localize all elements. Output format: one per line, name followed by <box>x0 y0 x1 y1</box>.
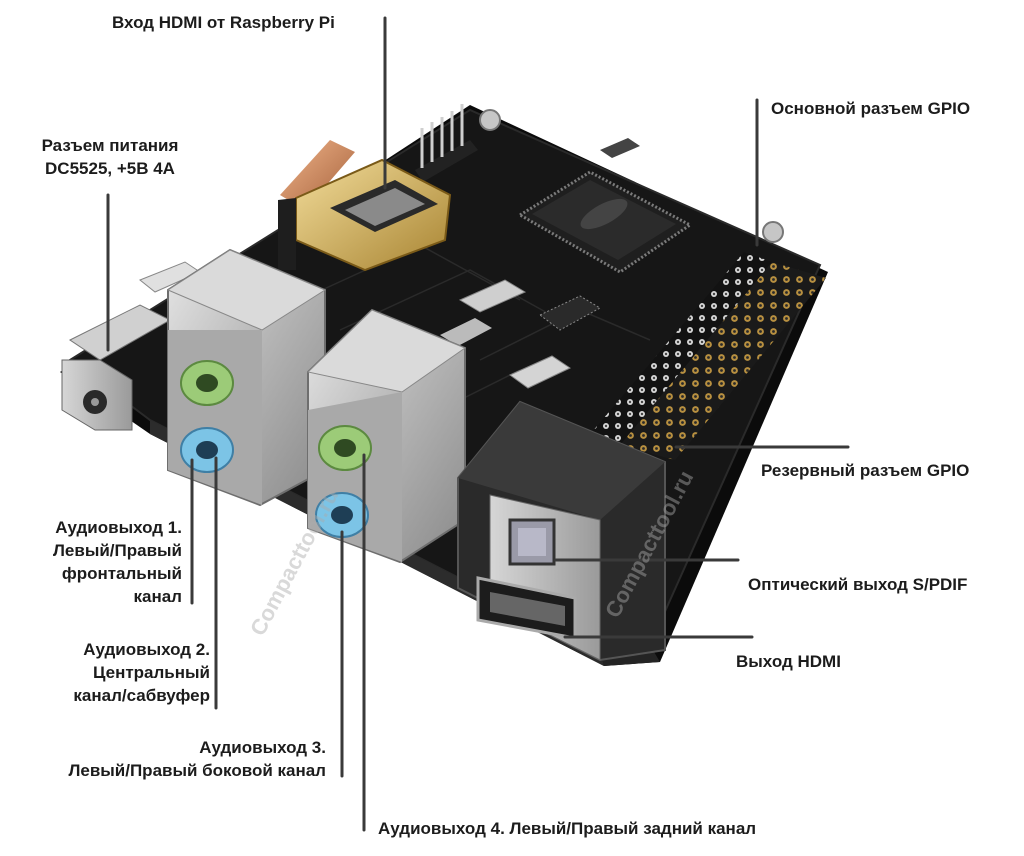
label-audio-1-line-1: Аудиовыход 1. <box>55 518 182 537</box>
small-components <box>440 138 640 389</box>
dc-power-jack <box>61 261 202 431</box>
label-spdif: Оптический выход S/PDIF <box>748 575 968 594</box>
label-audio-1-line-2: Левый/Правый <box>52 541 182 560</box>
top-pin-header <box>415 104 478 182</box>
label-audio-3: Аудиовыход 3. Левый/Правый боковой канал <box>0 736 326 782</box>
label-hdmi-input: Вход HDMI от Raspberry Pi <box>112 13 335 32</box>
leader-lines <box>106 16 850 832</box>
main-chip <box>517 170 693 274</box>
label-gpio-main: Основной разъем GPIO <box>771 99 971 118</box>
spdif-hdmi-block <box>457 400 666 662</box>
label-audio-1-line-4: канал <box>133 587 183 606</box>
label-audio-2-line-1: Аудиовыход 2. <box>83 640 210 659</box>
label-hdmi-output: Выход HDMI <box>736 652 841 671</box>
audio-block-2 <box>306 308 467 564</box>
label-power-line-1: Разъем питания <box>41 136 179 155</box>
label-audio-2: Аудиовыход 2. Центральный канал/сабвуфер <box>0 638 210 707</box>
label-power-connector: Разъем питания DC5525, +5В 4А <box>20 134 200 180</box>
hdmi-input-connector <box>278 140 452 272</box>
label-audio-3-line-1: Аудиовыход 3. <box>199 738 326 757</box>
label-audio-1-line-3: фронтальный <box>61 564 182 583</box>
label-audio-2-line-3: канал/сабвуфер <box>73 686 210 705</box>
label-audio-4: Аудиовыход 4. Левый/Правый задний канал <box>378 819 757 838</box>
label-gpio-reserve: Резервный разъем GPIO <box>761 461 970 480</box>
gpio-main-header <box>592 252 826 460</box>
audio-block-1 <box>166 248 327 507</box>
label-audio-1: Аудиовыход 1. Левый/Правый фронтальный к… <box>0 516 182 608</box>
label-power-line-2: DC5525, +5В 4А <box>45 159 175 178</box>
label-audio-2-line-2: Центральный <box>93 663 210 682</box>
label-audio-3-line-2: Левый/Правый боковой канал <box>68 761 326 780</box>
